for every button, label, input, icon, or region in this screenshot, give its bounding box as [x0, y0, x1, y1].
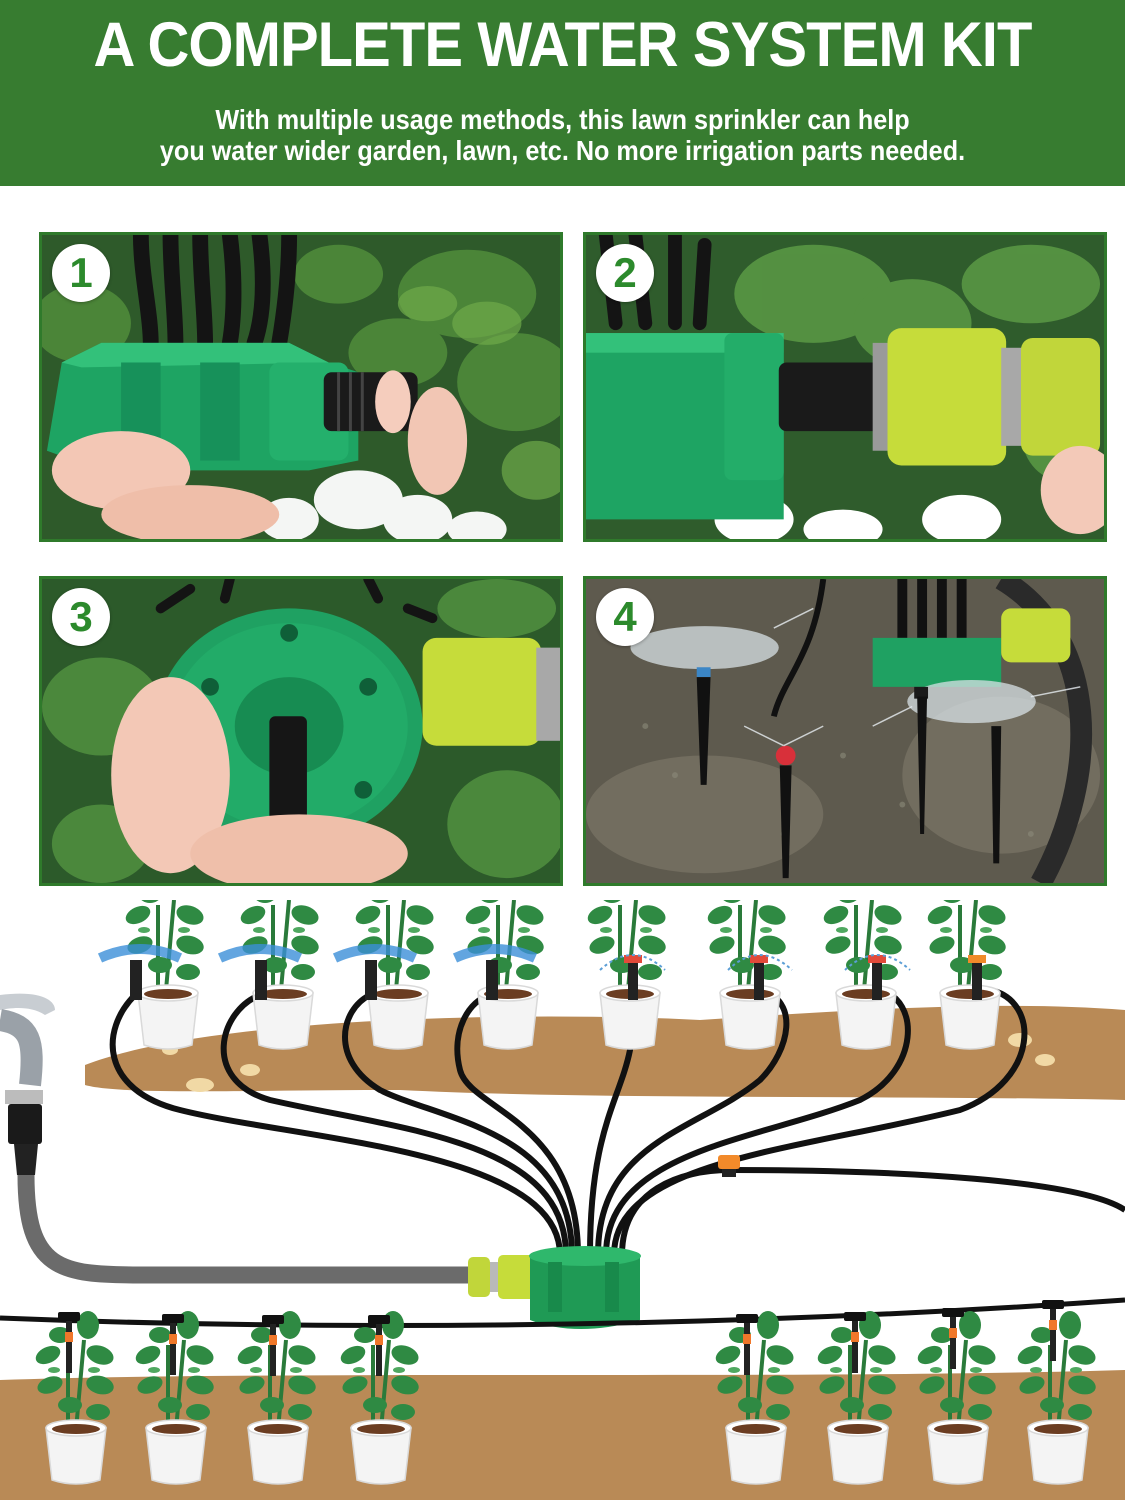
step-number-badge: 4	[596, 588, 654, 646]
page-title: A COMPLETE WATER SYSTEM KIT	[93, 10, 1033, 80]
subtitle-line-2: you water wider garden, lawn, etc. No mo…	[159, 135, 966, 166]
step-number-badge: 3	[52, 588, 110, 646]
irrigation-illustration	[0, 900, 1125, 1500]
step-1-photo	[42, 235, 560, 539]
subtitle-line-1: With multiple usage methods, this lawn s…	[215, 104, 910, 135]
step-2-photo	[586, 235, 1104, 539]
step-3-photo	[42, 579, 560, 883]
header-banner: A COMPLETE WATER SYSTEM KIT With multipl…	[0, 0, 1125, 186]
step-number-badge: 2	[596, 244, 654, 302]
step-panel-4: 4	[583, 576, 1107, 886]
step-number-badge: 1	[52, 244, 110, 302]
page-subtitle: With multiple usage methods, this lawn s…	[56, 104, 1069, 166]
irrigation-diagram	[0, 900, 1125, 1500]
step-4-photo	[586, 579, 1104, 883]
step-panel-1: 1	[39, 232, 563, 542]
step-panel-2: 2	[583, 232, 1107, 542]
step-panel-3: 3	[39, 576, 563, 886]
